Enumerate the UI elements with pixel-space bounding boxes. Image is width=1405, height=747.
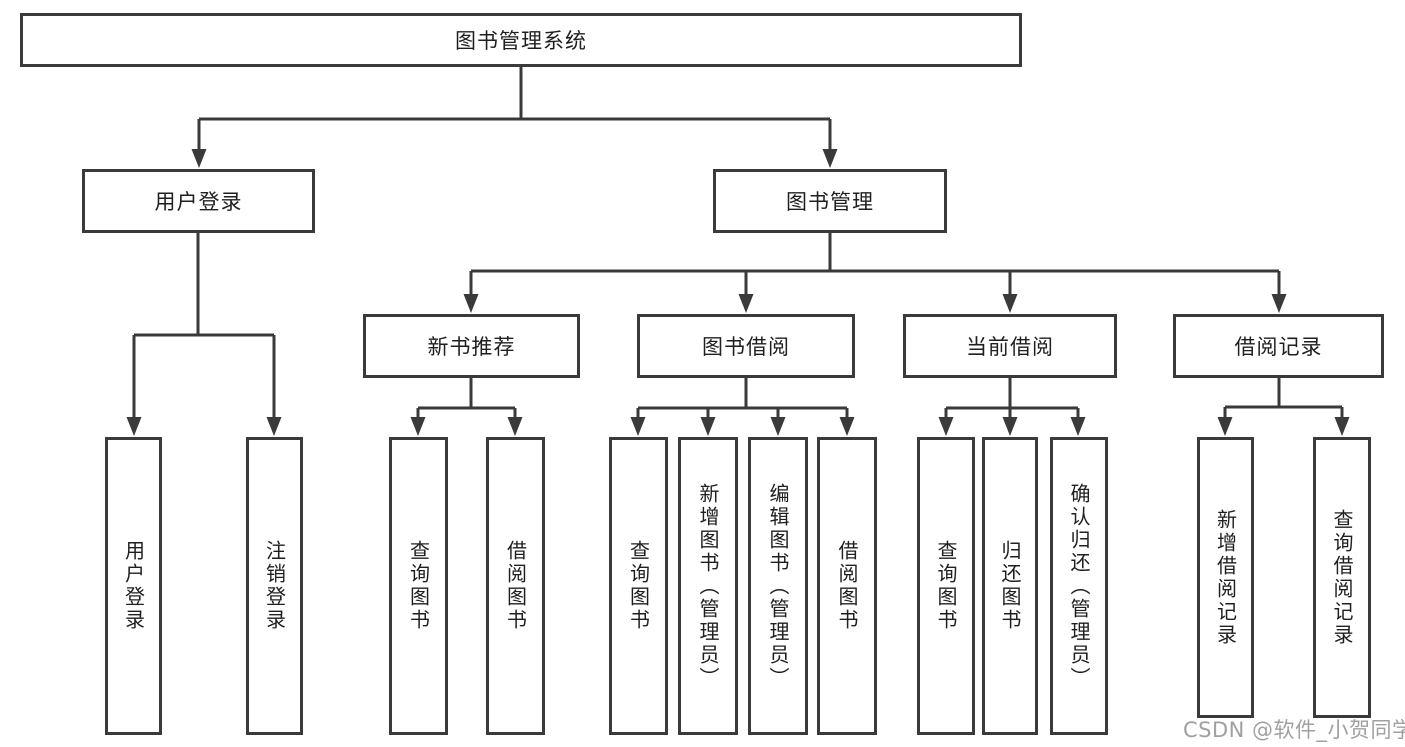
node-label: 当前借阅: [966, 335, 1054, 359]
leaf-user-login: 用户登录: [105, 437, 162, 735]
node-label: 借阅图书: [835, 540, 859, 632]
leaf-add-borrow-record: 新增借阅记录: [1197, 437, 1254, 718]
node-label: 借阅图书: [503, 540, 528, 632]
node-label: 编辑图书（管理员）: [766, 482, 790, 690]
leaf-borrow-books-recommend: 借阅图书: [486, 437, 545, 735]
node-library-management-system: 图书管理系统: [20, 13, 1022, 67]
node-label: 图书管理: [786, 190, 874, 214]
node-label: 确认归还（管理员）: [1067, 482, 1091, 690]
watermark: CSDN @软件_小贺同学: [1183, 718, 1405, 742]
leaf-return-book: 归还图书: [982, 437, 1038, 735]
leaf-query-borrow-record: 查询借阅记录: [1313, 437, 1371, 718]
leaf-query-books-current: 查询图书: [917, 437, 975, 735]
leaf-query-books-borrow: 查询图书: [609, 437, 668, 735]
node-label: 图书借阅: [702, 335, 790, 359]
node-label: 用户登录: [154, 190, 243, 214]
node-label: 查询图书: [626, 540, 651, 632]
leaf-query-books-recommend: 查询图书: [389, 437, 448, 735]
node-book-borrow: 图书借阅: [637, 314, 855, 378]
node-label: 查询图书: [406, 540, 431, 632]
node-label: 图书管理系统: [455, 29, 587, 53]
node-current-borrow: 当前借阅: [903, 314, 1117, 378]
node-borrow-records: 借阅记录: [1173, 314, 1384, 378]
node-label: 借阅记录: [1234, 335, 1323, 359]
node-user-login: 用户登录: [82, 169, 315, 233]
leaf-borrow-books: 借阅图书: [817, 437, 877, 735]
node-label: 查询借阅记录: [1330, 508, 1354, 647]
node-label: 注销登录: [262, 540, 287, 632]
leaf-add-book-admin: 新增图书（管理员）: [678, 437, 738, 735]
node-book-management: 图书管理: [713, 169, 947, 233]
node-label: 新书推荐: [427, 335, 516, 359]
leaf-logout: 注销登录: [246, 437, 303, 735]
node-label: 用户登录: [121, 540, 146, 632]
leaf-confirm-return-admin: 确认归还（管理员）: [1050, 437, 1108, 735]
leaf-edit-book-admin: 编辑图书（管理员）: [748, 437, 808, 735]
node-label: 新增图书（管理员）: [696, 482, 720, 690]
node-label: 新增借阅记录: [1213, 508, 1238, 647]
node-label: 归还图书: [998, 540, 1022, 632]
node-label: 查询图书: [934, 540, 958, 632]
node-new-book-recommend: 新书推荐: [363, 314, 580, 378]
